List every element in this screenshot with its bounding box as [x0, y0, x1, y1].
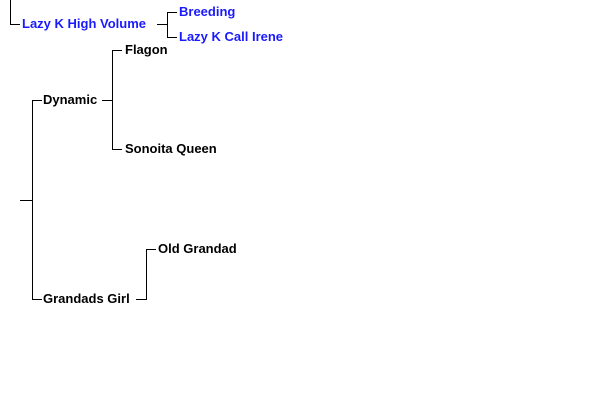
connector-line — [112, 149, 122, 150]
connector-line — [32, 100, 33, 300]
sire-sire-name: Flagon — [125, 42, 168, 57]
connector-line — [112, 50, 113, 150]
connector-line — [32, 299, 42, 300]
subject-name-link[interactable]: Lazy K High Volume — [22, 16, 146, 31]
subject-sire-link[interactable]: Breeding — [179, 4, 236, 19]
connector-line — [32, 100, 42, 101]
connector-line — [146, 249, 147, 300]
dam-sire-name: Old Grandad — [158, 241, 237, 256]
connector-line — [167, 37, 177, 38]
connector-line — [112, 50, 122, 51]
connector-line — [136, 299, 146, 300]
connector-line — [102, 100, 112, 101]
dam-name: Grandads Girl — [43, 291, 130, 306]
connector-line — [20, 200, 32, 201]
connector-line — [157, 24, 167, 25]
connector-line — [10, 0, 11, 25]
connector-line — [167, 12, 168, 38]
connector-line — [167, 12, 177, 13]
connector-line — [10, 24, 20, 25]
sire-dam-name: Sonoita Queen — [125, 141, 217, 156]
sire-name: Dynamic — [43, 92, 98, 107]
connector-line — [146, 249, 156, 250]
subject-dam-link[interactable]: Lazy K Call Irene — [179, 29, 284, 44]
